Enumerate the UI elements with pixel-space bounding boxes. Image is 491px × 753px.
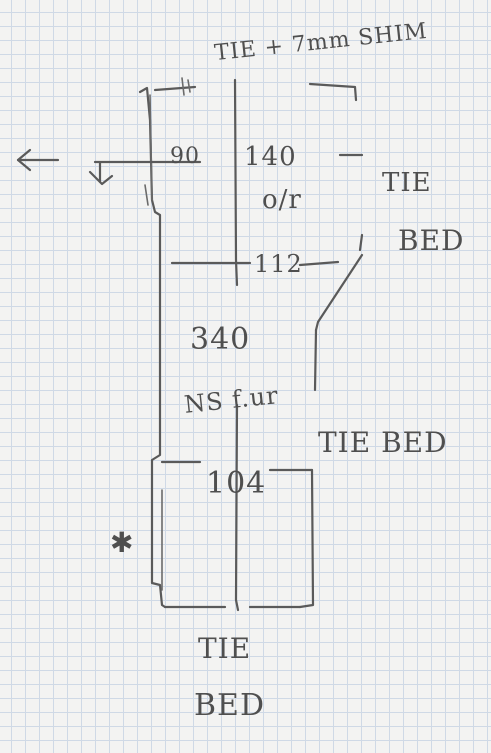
- label-dim-140-sub: o/r: [262, 185, 302, 215]
- left-inner-line: [144, 94, 153, 206]
- label-tie-bed-bottom-2: BED: [194, 688, 265, 723]
- arrow-head: [16, 148, 32, 172]
- diagonal-line: [314, 253, 364, 332]
- label-dim-140: 140: [244, 142, 297, 172]
- lower-box-top: [160, 460, 314, 472]
- center-spine-line: [233, 78, 240, 612]
- label-tie-bed-middle: TIE BED: [318, 426, 448, 459]
- lower-box-right: [298, 468, 315, 609]
- label-dim-104: 104: [206, 466, 267, 501]
- level-112-line: [170, 260, 340, 267]
- top-tick-marks: [181, 77, 191, 96]
- label-dim-112: 112: [254, 250, 303, 278]
- asterisk-mark: ✱: [110, 526, 135, 559]
- label-dim-90: 90: [170, 144, 200, 169]
- label-dim-340: 340: [190, 322, 251, 357]
- label-tie-bed-upper: TIE: [382, 168, 432, 198]
- label-tie-bed-bottom: TIE: [198, 632, 252, 665]
- label-tie-bed-upper-2: BED: [398, 224, 465, 257]
- right-mid-vertical: [313, 328, 318, 392]
- top-cap-line: [153, 85, 197, 92]
- left-wall-line: [138, 86, 167, 609]
- upper-bracket-line: [308, 82, 364, 252]
- hinge-marker: [88, 160, 202, 186]
